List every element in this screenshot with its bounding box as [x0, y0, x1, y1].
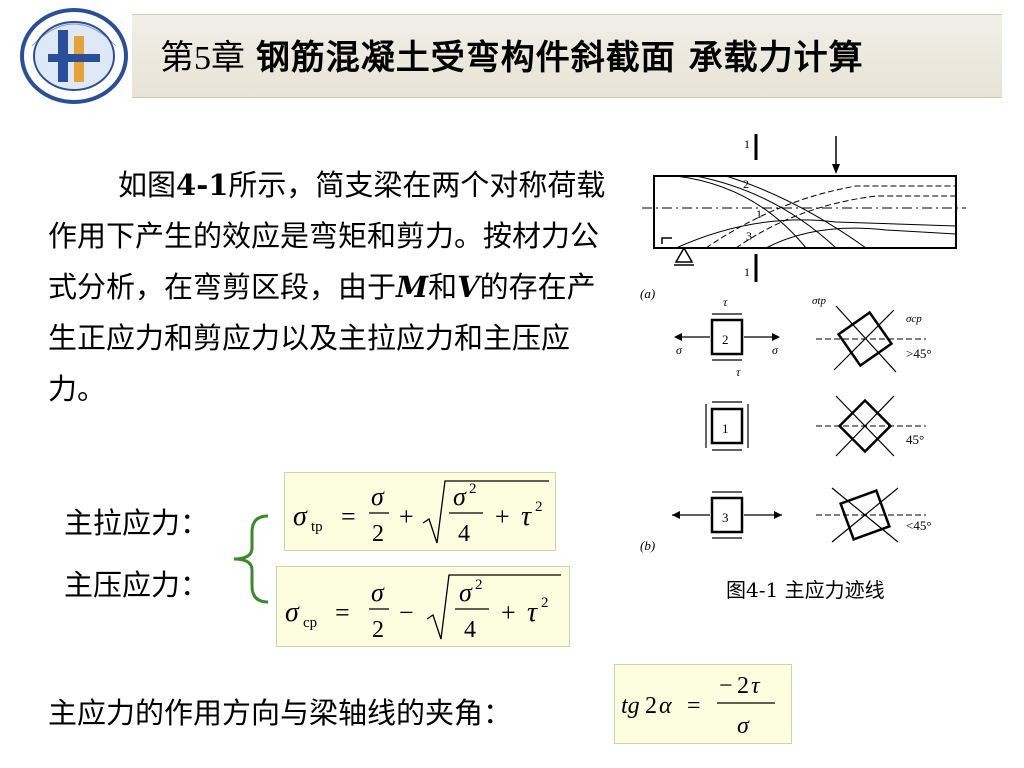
svg-text:tp: tp	[311, 519, 323, 535]
principal-element-2: σtp σcp >45°	[812, 295, 932, 373]
section-mark-bottom: 1	[744, 265, 750, 279]
svg-text:=: =	[335, 598, 350, 627]
section-mark-top: 1	[744, 137, 750, 151]
svg-text:2: 2	[469, 481, 477, 497]
panel-b-label: (b)	[640, 538, 655, 553]
svg-text:σ: σ	[737, 713, 750, 739]
svg-text:+: +	[399, 502, 414, 531]
element-2-label: 2	[722, 332, 729, 347]
svg-text:2: 2	[737, 673, 749, 699]
svg-text:+: +	[501, 598, 516, 627]
angle-formula: tg 2 α = − 2 τ σ	[614, 664, 792, 744]
svg-text:2: 2	[372, 617, 384, 643]
svg-text:tg: tg	[621, 693, 640, 719]
svg-text:2: 2	[541, 595, 549, 611]
trajectory-label-2: 2	[743, 177, 749, 191]
sigma-left-label: σ	[676, 343, 683, 357]
body-paragraph: 如图4-1所示，简支梁在两个对称荷载作用下产生的效应是弯矩和剪力。按材力公式分析…	[48, 160, 618, 415]
svg-text:σ: σ	[453, 482, 467, 511]
figure-ref: 4-1	[176, 168, 229, 202]
trajectory-label-1: 1	[756, 207, 762, 221]
chapter-label: 第5章	[160, 40, 245, 77]
sigma-right-label: σ	[772, 343, 779, 357]
figure-caption: 图4-1 主应力迹线	[726, 578, 885, 602]
angle-lt-45: <45°	[906, 518, 932, 533]
svg-text:=: =	[341, 502, 356, 531]
tau-bottom-label: τ	[736, 365, 741, 379]
svg-text:α: α	[659, 693, 672, 719]
moment-symbol: M	[396, 270, 429, 304]
svg-text:2: 2	[645, 693, 657, 719]
svg-text:σ: σ	[371, 482, 385, 511]
svg-text:2: 2	[372, 521, 384, 547]
svg-text:2: 2	[535, 499, 543, 515]
principal-element-3: <45°	[816, 487, 932, 543]
shear-symbol: V	[457, 270, 480, 304]
para-text-3: 的存在产生正应力和剪应力以及主拉应力和主压应力。	[48, 270, 596, 406]
svg-text:τ: τ	[751, 673, 761, 699]
svg-text:−: −	[719, 673, 733, 699]
svg-text:σ: σ	[293, 501, 308, 532]
brace-icon	[233, 514, 269, 604]
svg-text:σ: σ	[285, 597, 300, 628]
svg-text:+: +	[495, 502, 510, 531]
principal-stress-trajectory-figure: 1 2 1 3 1 (a) 2 τ τ σ σ	[640, 134, 966, 553]
principal-compression-label: 主压应力：	[64, 568, 210, 602]
title-main: 钢筋混凝土受弯构件斜截面 承载力计算	[255, 38, 864, 78]
svg-text:τ: τ	[521, 501, 532, 532]
svg-text:cp: cp	[303, 615, 317, 631]
svg-text:4: 4	[464, 617, 476, 643]
svg-text:2: 2	[475, 577, 483, 593]
svg-text:4: 4	[458, 521, 470, 547]
tension-formula: σ tp = σ 2 + σ 2 4 + τ 2	[284, 472, 556, 551]
header-band	[132, 14, 1002, 98]
angle-gt-45: >45°	[906, 346, 932, 361]
principal-element-1: 45°	[816, 395, 926, 457]
element-1-label: 1	[722, 421, 729, 436]
compression-formula: σ cp = σ 2 − σ 2 4 + τ 2	[276, 566, 570, 647]
svg-text:σ: σ	[459, 578, 473, 607]
stress-elements: 2 τ τ σ σ 1 3 σtp σcp	[640, 295, 932, 553]
sigma-tp-label: σtp	[812, 295, 826, 307]
svg-text:τ: τ	[527, 597, 538, 628]
beam-diagram: 1 2 1 3 1 (a)	[640, 134, 966, 301]
trajectory-label-3: 3	[746, 229, 752, 243]
tau-top-label: τ	[723, 295, 728, 309]
principal-tension-label: 主拉应力：	[64, 506, 210, 540]
school-logo-icon	[20, 8, 128, 104]
angle-label: 主应力的作用方向与梁轴线的夹角：	[48, 696, 513, 730]
svg-text:σ: σ	[371, 578, 385, 607]
svg-text:−: −	[399, 598, 414, 627]
panel-a-label: (a)	[640, 286, 655, 301]
para-and: 和	[428, 270, 458, 304]
page-title: 第5章 钢筋混凝土受弯构件斜截面 承载力计算	[160, 30, 864, 79]
para-text-2: 所示，简支梁在两个对称荷载作用下产生的效应是弯矩和剪力。按材力公式分析，在弯剪区…	[48, 168, 606, 304]
sigma-cp-label: σcp	[906, 313, 922, 325]
angle-eq-45: 45°	[906, 432, 924, 447]
svg-text:=: =	[687, 693, 701, 719]
para-text-1: 如图	[118, 168, 177, 202]
element-3-label: 3	[722, 510, 729, 525]
